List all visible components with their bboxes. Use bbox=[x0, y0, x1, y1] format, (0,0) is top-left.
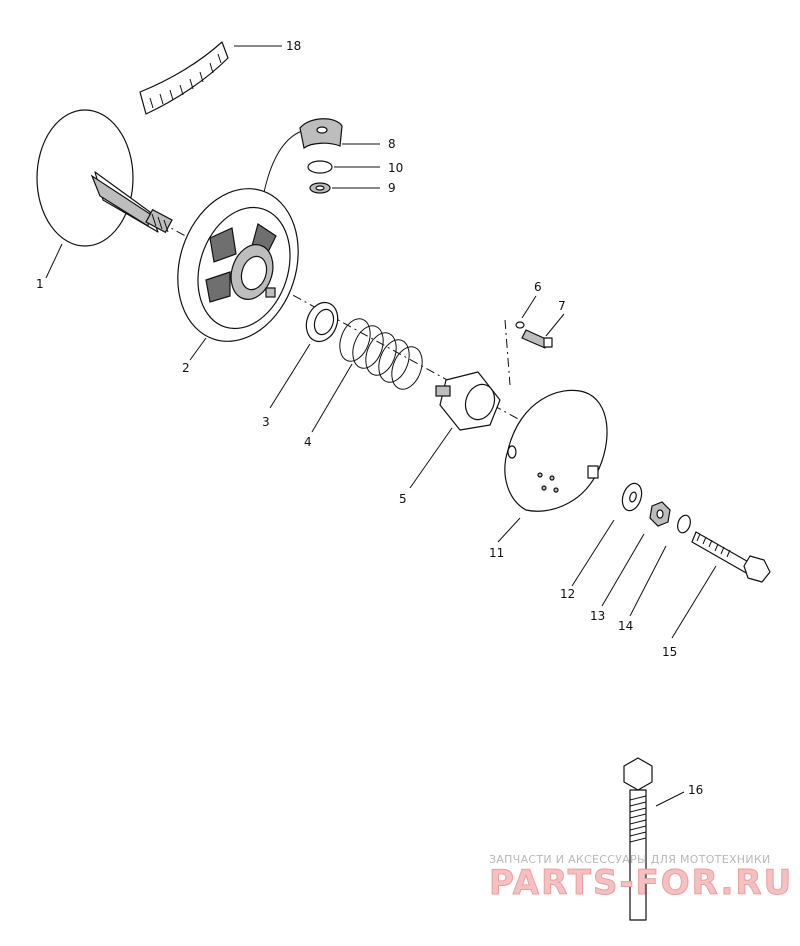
part-5-coupler bbox=[435, 371, 501, 431]
part-3-retainer bbox=[305, 301, 339, 343]
part-10-washer bbox=[307, 160, 333, 174]
callout-2: 2 bbox=[182, 361, 190, 375]
part-18-belt-segment bbox=[139, 41, 229, 115]
part-11-cover bbox=[504, 389, 608, 512]
part-9-small-washer bbox=[309, 182, 331, 194]
callout-6: 6 bbox=[534, 280, 542, 294]
callout-11: 11 bbox=[489, 546, 504, 560]
part-15-bolt bbox=[691, 531, 771, 583]
callout-18: 18 bbox=[286, 39, 301, 53]
callout-7: 7 bbox=[558, 299, 566, 313]
part-13-nut bbox=[649, 501, 671, 527]
callout-5: 5 bbox=[399, 492, 407, 506]
callout-8: 8 bbox=[388, 137, 396, 151]
part-14-lock-washer bbox=[677, 514, 691, 534]
callout-15: 15 bbox=[662, 645, 677, 659]
leader-lines bbox=[45, 45, 717, 807]
part-8-clip bbox=[299, 118, 343, 150]
axis-branch-line bbox=[504, 319, 511, 386]
part-6-washer bbox=[515, 321, 525, 329]
callout-1: 1 bbox=[36, 277, 44, 291]
part-7-screw bbox=[521, 329, 553, 349]
callout-14: 14 bbox=[618, 619, 633, 633]
callout-13: 13 bbox=[590, 609, 605, 623]
part-16-long-bolt bbox=[623, 757, 653, 921]
part-1-fixed-sheave bbox=[36, 109, 173, 247]
callout-10: 10 bbox=[388, 161, 403, 175]
callout-3: 3 bbox=[262, 415, 270, 429]
watermark-logo: PARTS-FOR.RU bbox=[489, 863, 793, 903]
callout-16: 16 bbox=[688, 783, 703, 797]
watermark-tagline: ЗАПЧАСТИ И АКСЕССУАРЫ ДЛЯ МОТОТЕХНИКИ bbox=[489, 853, 771, 866]
part-12-washer bbox=[621, 482, 643, 512]
callout-4: 4 bbox=[304, 435, 312, 449]
part-2-spider-sheave bbox=[177, 188, 299, 342]
callout-9: 9 bbox=[388, 181, 396, 195]
callout-12: 12 bbox=[560, 587, 575, 601]
part-4-spring bbox=[339, 318, 423, 390]
